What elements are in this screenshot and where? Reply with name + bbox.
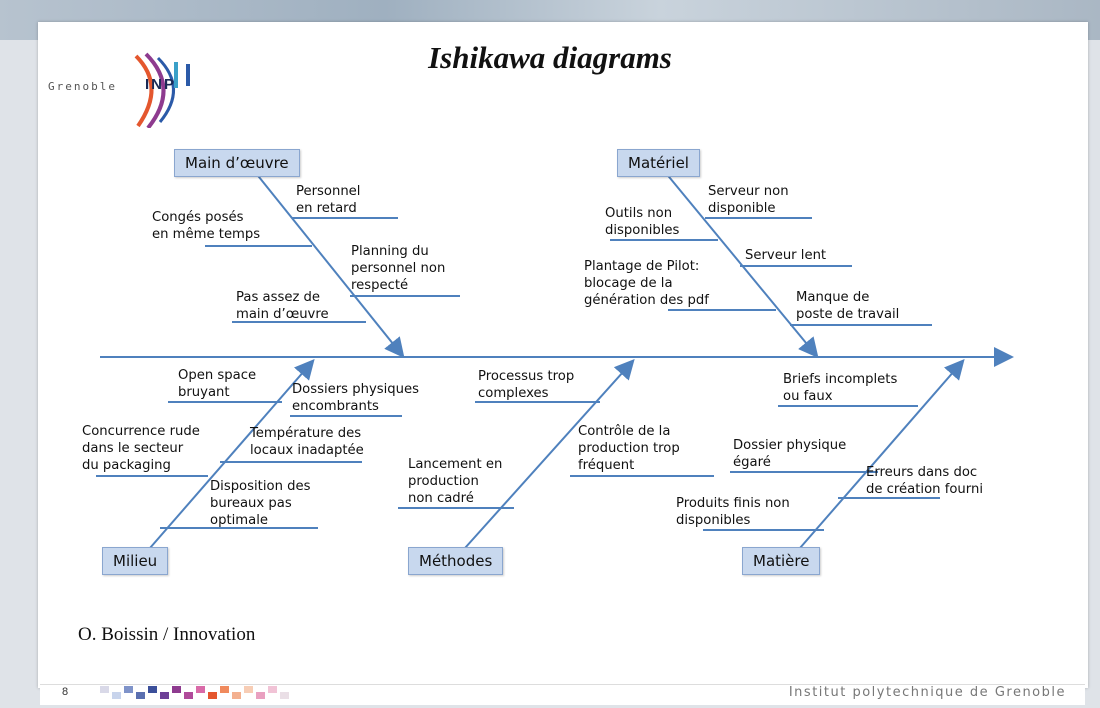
category-materiel: Matériel bbox=[617, 149, 700, 177]
slide-title: Ishikawa diagrams bbox=[428, 40, 672, 75]
bone-main-oeuvre bbox=[254, 171, 405, 359]
bone-matiere bbox=[799, 358, 965, 549]
slide-footer bbox=[40, 684, 1085, 705]
footer-institution: Institut polytechnique de Grenoble bbox=[788, 685, 1066, 700]
bone-milieu bbox=[149, 358, 315, 549]
category-milieu: Milieu bbox=[102, 547, 169, 575]
logo-grenoble-text: Grenoble bbox=[48, 80, 117, 93]
author-credit: O. Boissin / Innovation bbox=[78, 624, 256, 645]
category-main-oeuvre: Main d’œuvre bbox=[174, 149, 300, 177]
slide-canvas bbox=[38, 22, 1088, 688]
footer-mosaic-icon bbox=[100, 686, 350, 700]
bone-methodes bbox=[464, 359, 635, 549]
category-methodes: Méthodes bbox=[408, 547, 504, 575]
logo-inp-text: INP bbox=[145, 76, 177, 93]
logo-arcs-icon bbox=[134, 52, 190, 128]
page-number: 8 bbox=[62, 686, 69, 698]
category-matiere: Matière bbox=[742, 547, 821, 575]
cause-label: Serveur lent bbox=[745, 248, 827, 263]
